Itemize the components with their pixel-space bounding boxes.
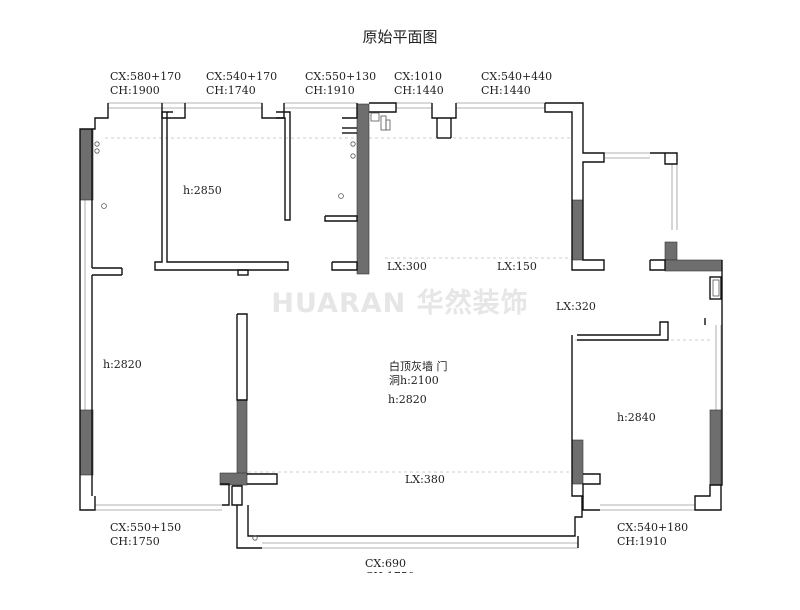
window-cx-label: CX:550+150 [110,521,181,534]
note-line: 洞h:2100 [389,374,439,387]
crop-mask [340,573,460,585]
gas-pipe-icon [380,115,387,131]
beam-label: LX:380 [405,473,445,486]
windows [79,102,722,549]
window-ch-label: CH:1900 [110,84,160,97]
concrete-walls [79,103,723,486]
fixtures [94,112,720,541]
window-cx-label: CX:540+170 [206,70,277,83]
window-cx-label: CX:540+440 [481,70,552,83]
finish-note: 白顶灰墙 门 洞h:2100 [389,359,448,387]
vent-icon [338,193,344,199]
walls [79,102,723,549]
height-label: h:2820 [388,393,427,406]
height-labels: h:2850 h:2820 h:2820 h:2840 [103,184,656,424]
note-line: 白顶灰墙 门 [389,359,448,373]
window-ch-label: CH:1910 [305,84,355,97]
window-ch-label: CH:1440 [481,84,531,97]
vent-icon [101,203,107,209]
drain-icon [94,141,100,147]
top-window-labels: CX:580+170 CH:1900 CX:540+170 CH:1740 CX… [110,70,552,97]
window-ch-label: CH:1740 [206,84,256,97]
window-cx-label: CX:580+170 [110,70,181,83]
beam-label: LX:320 [556,300,596,313]
window-ch-label: CH:1910 [617,535,667,548]
drain-icon [252,535,258,541]
window-cx-label: CX:690 [365,557,406,570]
plan-title: 原始平面图 [362,28,437,46]
gas-valve-icon [385,119,391,131]
meter-box-icon [370,112,380,122]
beam-label: LX:300 [387,260,427,273]
height-label: h:2840 [617,411,656,424]
drain-icon [350,141,356,147]
height-label: h:2850 [183,184,222,197]
window-cx-label: CX:540+180 [617,521,688,534]
window-cx-label: CX:1010 [394,70,442,83]
drain-icon [94,148,100,154]
height-label: h:2820 [103,358,142,371]
window-ch-label: CH:1440 [394,84,444,97]
beam-labels: LX:300 LX:150 LX:320 LX:380 [387,260,596,486]
electric-box-icon [712,279,720,297]
window-ch-label: CH:1750 [110,535,160,548]
window-cx-label: CX:550+130 [305,70,376,83]
watermark: HUARAN 华然装饰 [271,287,528,319]
beam-label: LX:150 [497,260,537,273]
drain-icon [350,153,356,159]
